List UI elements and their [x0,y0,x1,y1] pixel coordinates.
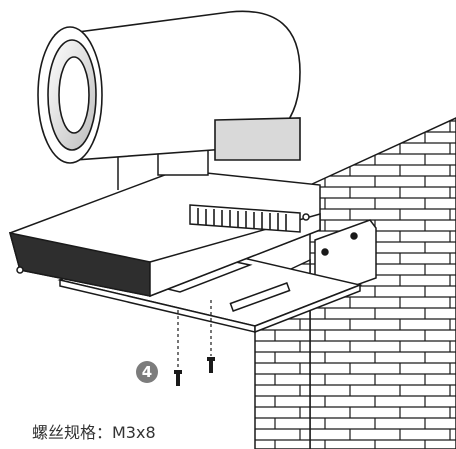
screw-icon [207,357,215,373]
screw-guides [177,300,212,368]
step-number-badge: 4 [136,361,158,383]
camera-body [37,10,301,164]
camera-base [8,169,321,298]
screw-icon [174,370,182,386]
screw-spec-caption: 螺丝规格：M3x8 [32,423,156,442]
